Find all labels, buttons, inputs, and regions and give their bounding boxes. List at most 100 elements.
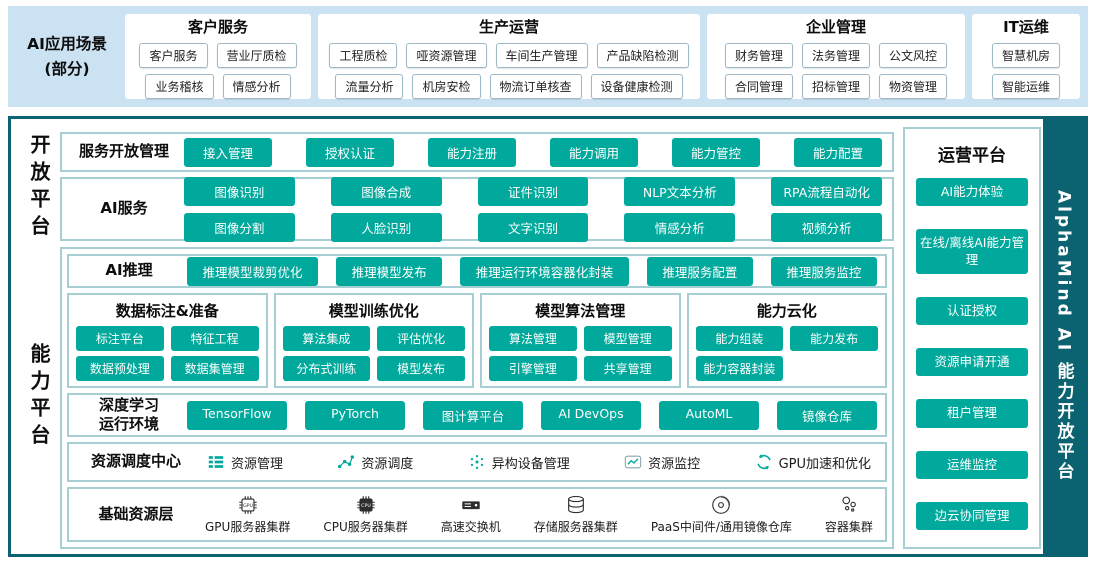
brand-title: AlphaMind AI 能力开放平台 — [1053, 190, 1074, 483]
scenario-chip: 招标管理 — [801, 73, 870, 99]
scenario-chip: 业务稽核 — [145, 73, 214, 99]
panel-title: 基础资源层 — [98, 504, 174, 523]
inference-chip: 推理模型裁剪优化 — [187, 256, 319, 286]
base-resources-panel: 基础资源层 GPU GPU服务器集群 CPU CPU服务器集群 高速交换机 — [67, 487, 887, 542]
column-chip: 共享管理 — [583, 356, 672, 381]
operations-chip: 在线/离线AI能力管理 — [916, 229, 1028, 274]
scheduling-item: 资源管理 — [207, 453, 283, 472]
column-buttons: 能力组装 能力发布 能力容器封装 — [695, 326, 878, 381]
operations-chip: 边云协同管理 — [916, 501, 1028, 530]
ai-service-chip: 图像合成 — [330, 176, 442, 206]
scenario-group-production-operations: 生产运营 工程质检 哑资源管理 车间生产管理 产品缺陷检测 流量分析 机房安检 … — [318, 14, 700, 99]
column-chip: 模型发布 — [377, 356, 465, 381]
scenario-chip: 法务管理 — [801, 42, 870, 68]
ai-services-panel: AI服务 图像识别 图像合成 证件识别 NLP文本分析 RPA流程自动化 图像分… — [60, 176, 894, 242]
base-resource-item: PaaS中间件/通用镜像仓库 — [651, 494, 792, 535]
runtime-chip: AI DevOps — [541, 400, 641, 430]
column-buttons: 算法集成 评估优化 分布式训练 模型发布 — [282, 326, 465, 381]
inference-chip: 推理运行环境容器化封装 — [460, 256, 629, 286]
ai-inference-buttons: 推理模型裁剪优化 推理模型发布 推理运行环境容器化封装 推理服务配置 推理服务监… — [187, 256, 877, 286]
column-buttons: 算法管理 模型管理 引擎管理 共享管理 — [489, 326, 672, 381]
ai-service-chip: 视频分析 — [771, 212, 882, 242]
main-frame: 开放平台 能力平台 服务开放管理 接入管理 授权认证 能力注册 能力调用 能力管… — [8, 116, 1088, 557]
base-resource-label: CPU服务器集群 — [323, 520, 408, 534]
dl-runtime-buttons: TensorFlow PyTorch 图计算平台 AI DevOps AutoM… — [187, 400, 877, 430]
scheduling-item: 资源监控 — [624, 453, 700, 472]
inference-chip: 推理服务监控 — [770, 256, 877, 286]
base-resource-label: GPU服务器集群 — [205, 520, 291, 534]
scenario-row: 业务稽核 情感分析 — [131, 73, 305, 99]
column-chip: 数据预处理 — [76, 356, 164, 381]
ai-service-chip: 情感分析 — [624, 212, 736, 242]
disc-icon — [712, 495, 731, 514]
column-model-algorithm-management: 模型算法管理 算法管理 模型管理 引擎管理 共享管理 — [480, 293, 681, 388]
base-resource-item: 容器集群 — [825, 494, 873, 535]
monitor-icon — [624, 455, 642, 469]
scenario-chip: 公文风控 — [879, 42, 948, 68]
scheduling-item-label: GPU加速和优化 — [778, 456, 871, 472]
cpu-chip-label: CPU — [361, 503, 371, 509]
operations-chip: AI能力体验 — [916, 178, 1028, 207]
column-title: 模型训练优化 — [328, 302, 419, 320]
operations-chip: 资源申请开通 — [916, 348, 1028, 377]
scenarios-band: AI应用场景 (部分) 客户服务 客户服务 营业厅质检 业务稽核 情感分析 生产… — [8, 6, 1088, 107]
column-chip: 算法管理 — [489, 326, 577, 351]
scenario-group-title: IT运维 — [1003, 17, 1049, 36]
open-platform-label: 开放平台 — [27, 134, 51, 242]
column-data-labeling: 数据标注&准备 标注平台 特征工程 数据预处理 数据集管理 — [67, 293, 268, 388]
ai-services-row: 图像分割 人脸识别 文字识别 情感分析 视频分析 — [184, 212, 882, 242]
scenarios-label-line2: (部分) — [44, 59, 90, 78]
service-mgmt-chip: 接入管理 — [184, 137, 272, 167]
ai-service-chip: 图像分割 — [184, 212, 295, 242]
scenario-group-enterprise-management: 企业管理 财务管理 法务管理 公文风控 合同管理 招标管理 物资管理 — [707, 14, 965, 99]
column-chip: 能力容器封装 — [695, 356, 784, 381]
scenario-group-title: 客户服务 — [187, 17, 248, 36]
brand-sidebar: AlphaMind AI 能力开放平台 — [1043, 119, 1085, 554]
scenario-row: 财务管理 法务管理 公文风控 — [713, 42, 959, 68]
scenario-chip: 车间生产管理 — [495, 42, 588, 68]
runtime-chip: 镜像仓库 — [777, 400, 877, 430]
scheduling-item-label: 资源调度 — [361, 456, 414, 472]
panel-title: 服务开放管理 — [78, 142, 169, 161]
scenario-chip: 智慧机房 — [991, 42, 1060, 68]
ai-service-chip: 图像识别 — [184, 176, 295, 206]
column-chip: 特征工程 — [170, 326, 259, 351]
scenario-row: 客户服务 营业厅质检 — [131, 42, 305, 68]
cpu-chip-icon: CPU — [356, 496, 375, 514]
scenario-row: 合同管理 招标管理 物资管理 — [713, 73, 959, 99]
ai-inference-panel: AI推理 推理模型裁剪优化 推理模型发布 推理运行环境容器化封装 推理服务配置 … — [67, 254, 887, 288]
scenario-chip: 物资管理 — [879, 73, 948, 99]
column-chip: 标注平台 — [76, 326, 164, 351]
column-title: 数据标注&准备 — [115, 302, 219, 320]
operations-buttons: AI能力体验 在线/离线AI能力管理 认证授权 资源申请开通 租户管理 运维监控… — [911, 178, 1033, 530]
scheduling-items: 资源管理 资源调度 异构设备管理 资源监控 — [201, 453, 877, 472]
scheduling-item-label: 资源监控 — [648, 456, 701, 472]
list-icon — [208, 456, 224, 468]
scheduling-item: GPU加速和优化 — [755, 453, 871, 472]
runtime-chip: PyTorch — [305, 400, 405, 430]
gpu-acceleration-icon — [756, 454, 771, 470]
panel-title: AI推理 — [105, 261, 153, 280]
scenario-group-it-ops: IT运维 智慧机房 智能运维 — [972, 14, 1080, 99]
base-resource-label: 高速交换机 — [440, 520, 501, 534]
topology-icon — [338, 455, 355, 469]
ai-service-chip: 文字识别 — [477, 212, 589, 242]
column-title: 模型算法管理 — [535, 302, 626, 320]
ai-service-chip: 证件识别 — [477, 176, 589, 206]
service-mgmt-chip: 能力注册 — [428, 137, 516, 167]
scenario-chip: 智能运维 — [991, 73, 1060, 99]
scenario-group-customer-service: 客户服务 客户服务 营业厅质检 业务稽核 情感分析 — [125, 14, 311, 99]
service-mgmt-buttons: 接入管理 授权认证 能力注册 能力调用 能力管控 能力配置 — [184, 137, 882, 167]
base-resource-label: 容器集群 — [824, 520, 873, 534]
scenario-chip: 情感分析 — [222, 73, 291, 99]
heterogeneous-devices-icon — [470, 454, 483, 470]
scenario-chip: 营业厅质检 — [216, 42, 297, 68]
runtime-chip: TensorFlow — [187, 400, 287, 430]
base-resource-label: 存储服务器集群 — [533, 520, 618, 534]
service-mgmt-chip: 能力管控 — [672, 137, 760, 167]
base-resource-item: GPU GPU服务器集群 — [205, 494, 290, 535]
scenario-row: 智慧机房 — [978, 42, 1074, 68]
service-mgmt-chip: 能力配置 — [794, 137, 882, 167]
column-chip: 算法集成 — [282, 326, 371, 351]
